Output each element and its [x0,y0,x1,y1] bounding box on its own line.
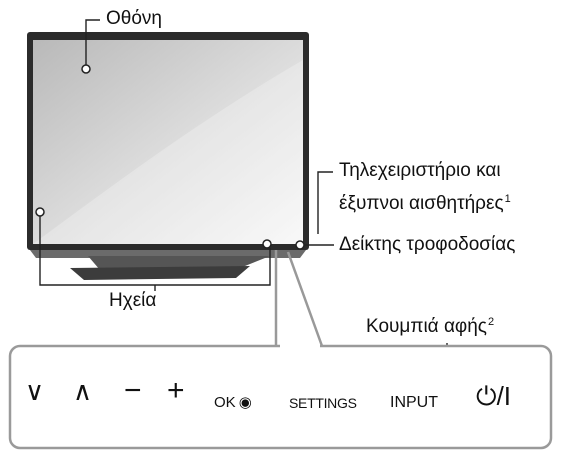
speaker-dot-right [262,239,272,249]
panel-gap [280,344,320,349]
footnote-2: 2 [487,316,495,328]
remote-sensor-label-line1: Τηλεχειριστήριο και [339,160,501,181]
settings-button[interactable]: SETTINGS [289,395,357,411]
input-button[interactable]: INPUT [390,394,438,411]
down-button[interactable]: ∨ [25,376,45,406]
speaker-dot-left [35,207,45,217]
power-button[interactable]: ⏻/I [476,381,512,411]
remote-sensor-leader [317,171,333,234]
callout-right [286,251,324,347]
remote-sensor-label-line2: έξυπνοι αισθητήρες1 [339,188,511,215]
touch-buttons-label-text: Κουμπιά αφής [366,316,487,337]
tv-screen [33,40,303,244]
screen-label: Οθόνη [106,8,162,29]
volume-up-button[interactable]: + [167,374,185,407]
callout-lines [274,250,324,347]
power-indicator-dot [295,240,305,250]
ok-button[interactable]: OK◉ [214,394,252,412]
screen-leader [85,19,100,65]
leader-lines [39,19,448,360]
ok-icon: ◉ [238,394,252,411]
tv-stand-base [70,266,250,280]
footnote-1: 1 [504,193,511,205]
screen-glare [33,60,303,244]
up-button[interactable]: ∧ [73,376,93,406]
touch-buttons-label: Κουμπιά αφής2 [366,311,494,338]
power-indicator-label: Δείκτης τροφοδοσίας [339,234,516,255]
screen-dot [81,64,91,74]
remote-sensor-label-text: έξυπνοι αισθητήρες [339,193,504,214]
volume-down-button[interactable]: − [124,374,142,407]
speakers-label: Ηχεία [109,290,157,311]
tv-set [27,32,309,280]
ok-label: OK [214,394,236,411]
